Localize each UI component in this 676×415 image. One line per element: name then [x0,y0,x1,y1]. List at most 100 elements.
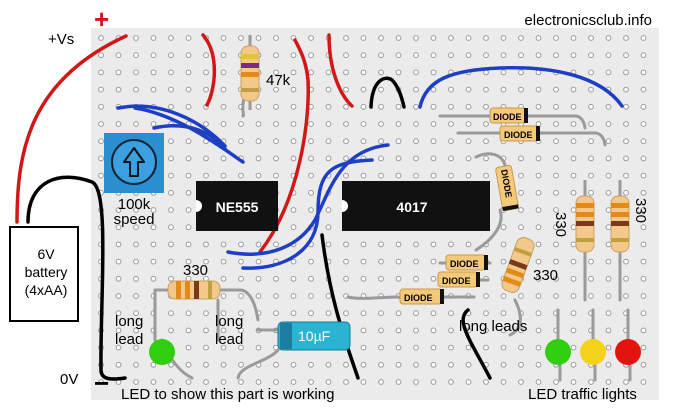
board-hole [413,52,419,59]
board-hole [290,121,297,127]
board-hole [185,103,192,110]
board-hole [395,35,402,41]
board-hole [133,207,139,213]
board-hole [273,379,279,385]
board-hole [168,310,174,317]
board-hole [378,344,384,351]
board-hole [290,310,297,317]
board-hole [570,86,577,93]
board-hole [518,155,524,162]
board-hole [308,310,314,317]
board-hole [203,52,209,59]
board-hole [570,241,577,248]
board-hole [395,138,402,145]
resistor-330-b [610,180,630,262]
cd4017-chip [342,181,490,231]
board-hole [640,258,647,265]
board-hole [115,310,122,317]
red-wires [15,33,354,254]
board-hole [273,275,279,282]
board-hole [203,121,209,127]
board-hole [448,361,454,368]
board-hole [360,258,367,265]
board-hole [605,138,612,145]
board-hole [553,189,559,196]
board-hole [238,344,244,351]
board-hole [325,86,332,93]
board-hole [360,275,367,282]
board-hole [273,86,279,93]
board-hole [133,35,139,41]
board-hole [535,293,542,299]
board-hole [535,361,542,368]
black-wire-jump [369,76,406,109]
board-hole [168,103,174,110]
board-hole [413,86,419,93]
board-hole [343,275,349,282]
board-hole [640,344,647,351]
board-hole [115,86,122,93]
board-hole [185,35,192,41]
board-hole [220,361,227,368]
board-hole [500,52,507,59]
board-hole [483,344,489,351]
board-hole [308,258,314,265]
board-hole [395,241,402,248]
board-hole [413,172,419,179]
board-hole [290,207,297,213]
board-hole [133,86,139,93]
diode-label-3: DIODE [450,259,479,269]
board-hole [588,258,594,265]
board-hole [133,52,139,59]
board-hole [640,52,647,59]
leds [149,339,641,365]
board-hole [220,379,227,385]
board-hole [378,138,384,145]
board-hole [605,35,612,41]
board-hole [185,327,192,334]
board-holes [98,35,647,385]
vs-label: +Vs [48,31,74,48]
board-hole [360,121,367,127]
board-hole [168,35,174,41]
board-hole [98,103,104,110]
board-hole [185,52,192,59]
board-hole [133,310,139,317]
board-hole [168,155,174,162]
board-hole [150,121,157,127]
board-hole [98,52,104,59]
board-hole [623,293,629,299]
board-hole [220,35,227,41]
board-hole [570,35,577,41]
board-hole [535,103,542,110]
board-hole [168,275,174,282]
board-hole [185,361,192,368]
black-wire-mid [320,233,360,380]
board-hole [290,155,297,162]
board-hole [605,224,612,231]
board-hole [98,86,104,93]
board-hole [308,69,314,76]
board-hole [640,69,647,76]
board-hole [255,344,262,351]
board-hole [465,344,472,351]
board-hole [238,361,244,368]
board-hole [395,121,402,127]
board-hole [185,379,192,385]
board-hole [308,35,314,41]
board-hole [465,35,472,41]
board-hole [535,172,542,179]
board-hole [605,155,612,162]
diode-label-1: DIODE [493,112,522,122]
board-hole [203,379,209,385]
ne555-chip [196,181,278,231]
board-hole [325,241,332,248]
board-hole [518,35,524,41]
board-hole [588,155,594,162]
board-hole [518,52,524,59]
board-hole [133,293,139,299]
board-hole [378,52,384,59]
board-hole [343,310,349,317]
board-hole [220,69,227,76]
board-hole [133,258,139,265]
